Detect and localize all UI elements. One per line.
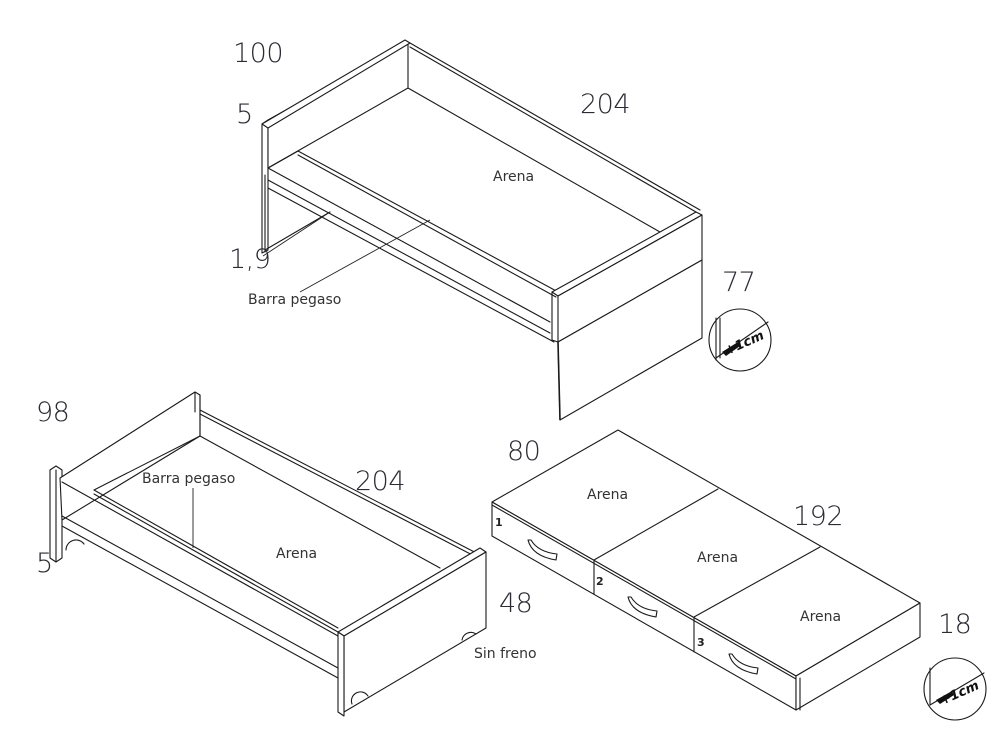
trundle-height-dimension: 48: [499, 588, 533, 619]
trundle-length-dimension: 204: [355, 466, 406, 497]
top-bed-leg-gap-dimension: 1,9: [229, 244, 271, 275]
top-bed-bar-label: Barra pegaso: [248, 292, 342, 308]
drawer-1-number: 1: [495, 516, 503, 529]
trundle-bar-label: Barra pegaso: [142, 471, 236, 487]
top-bed-headboard-height-dimension: 5: [236, 99, 253, 130]
drawer-1-finish-label: Arena: [587, 487, 629, 503]
drawer-unit-length-dimension: 192: [793, 501, 844, 532]
drawer-3-finish-label: Arena: [800, 609, 842, 625]
trundle-bed-drawing: [49, 391, 487, 717]
drawer-unit-drawing: [491, 429, 921, 711]
drawer-unit-height-dimension: 18: [938, 609, 972, 640]
drawer-2-finish-label: Arena: [697, 550, 739, 566]
plus-1cm-detail-icon-bottom: [923, 657, 987, 721]
drawer-unit-width-dimension: 80: [507, 436, 541, 467]
plus-1cm-detail-icon: [708, 308, 772, 372]
trundle-finish-label: Arena: [276, 546, 318, 562]
drawer-2-number: 2: [596, 575, 604, 588]
top-bed-finish-label: Arena: [493, 169, 535, 185]
top-bed-drawing: [261, 39, 703, 421]
trundle-width-dimension: 98: [36, 397, 70, 428]
caster-note-label: Sin freno: [474, 646, 537, 662]
top-bed-length-dimension: 204: [580, 89, 631, 120]
trundle-side-height-dimension: 5: [36, 548, 53, 579]
top-bed-width-dimension: 100: [233, 38, 284, 69]
top-bed-height-dimension: 77: [722, 267, 756, 298]
drawer-3-number: 3: [697, 636, 705, 649]
